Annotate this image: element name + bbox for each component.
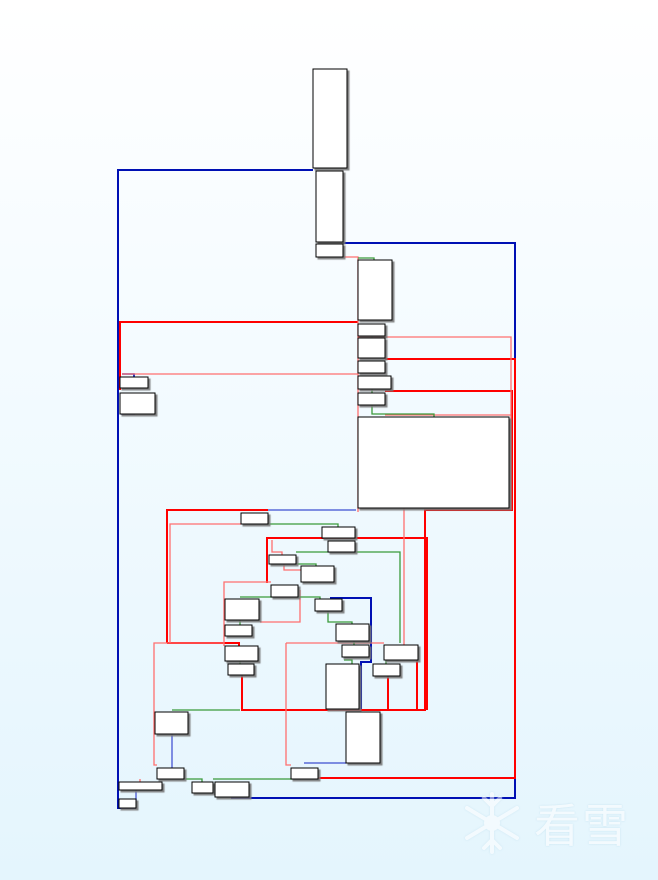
basic-block-9[interactable] xyxy=(357,392,386,406)
edge-conditional-false-21 xyxy=(358,336,512,510)
basic-block-6[interactable] xyxy=(357,337,386,359)
basic-block-27[interactable] xyxy=(372,663,401,677)
basic-block-1[interactable] xyxy=(312,68,348,169)
edge-conditional-false-31 xyxy=(153,712,157,766)
basic-block-22[interactable] xyxy=(224,624,253,637)
edge-conditional-true-49 xyxy=(184,778,203,782)
basic-block-33[interactable] xyxy=(118,781,163,791)
basic-block-7[interactable] xyxy=(357,360,386,374)
edge-unconditional-1 xyxy=(117,169,313,809)
edge-conditional-false-26 xyxy=(271,540,283,555)
edge-conditional-false-25 xyxy=(169,523,241,643)
basic-block-3[interactable] xyxy=(315,243,344,258)
basic-block-29[interactable] xyxy=(154,711,189,735)
edge-conditional-false-29 xyxy=(260,590,301,623)
basic-block-5[interactable] xyxy=(357,323,386,337)
basic-block-21[interactable] xyxy=(335,623,370,642)
edge-conditional-false-20 xyxy=(343,256,359,512)
basic-block-12[interactable] xyxy=(119,392,156,415)
edge-layer xyxy=(117,169,516,809)
edge-conditional-true-42 xyxy=(240,596,321,599)
basic-block-11[interactable] xyxy=(119,376,149,389)
basic-block-14[interactable] xyxy=(321,526,356,539)
edge-conditional-true-39 xyxy=(268,523,339,527)
basic-block-17[interactable] xyxy=(300,565,335,583)
edge-conditional-false-28 xyxy=(223,581,271,646)
edge-loop-back-13 xyxy=(385,390,513,711)
basic-block-31[interactable] xyxy=(156,767,185,780)
edge-conditional-true-50 xyxy=(213,768,301,780)
basic-block-34[interactable] xyxy=(191,781,214,794)
basic-block-2[interactable] xyxy=(315,170,344,243)
basic-block-10[interactable] xyxy=(357,416,510,509)
basic-block-23[interactable] xyxy=(224,645,259,662)
basic-block-24[interactable] xyxy=(341,644,370,658)
basic-block-25[interactable] xyxy=(383,644,419,661)
edge-loop-back-16 xyxy=(241,660,418,711)
edge-loop-back-12 xyxy=(318,358,516,779)
edge-conditional-true-41 xyxy=(296,563,317,566)
basic-block-32[interactable] xyxy=(290,767,319,780)
edge-conditional-false-30 xyxy=(153,642,224,712)
edge-unconditional-2 xyxy=(231,242,516,799)
basic-block-36[interactable] xyxy=(118,798,137,809)
edge-conditional-false-32 xyxy=(285,643,291,766)
watermark-text: 看雪 xyxy=(534,799,630,853)
basic-block-26[interactable] xyxy=(227,663,255,676)
basic-block-18[interactable] xyxy=(270,584,299,598)
basic-block-20[interactable] xyxy=(314,598,343,612)
basic-block-28[interactable] xyxy=(325,663,360,710)
basic-block-13[interactable] xyxy=(240,512,269,525)
basic-block-30[interactable] xyxy=(345,711,381,764)
snowflake-icon xyxy=(465,792,519,854)
basic-block-15[interactable] xyxy=(327,540,356,553)
basic-block-4[interactable] xyxy=(357,259,393,321)
edge-conditional-true-44 xyxy=(327,611,353,624)
edge-unconditional-5 xyxy=(330,597,372,663)
edge-conditional-true-35 xyxy=(358,257,375,260)
edge-conditional-false-27 xyxy=(283,564,301,571)
basic-block-8[interactable] xyxy=(357,375,392,390)
node-layer xyxy=(118,68,510,809)
basic-block-16[interactable] xyxy=(268,554,297,565)
edge-loop-back-11 xyxy=(119,321,358,390)
edge-conditional-true-38 xyxy=(371,405,435,417)
edge-conditional-true-46 xyxy=(344,659,353,664)
basic-block-19[interactable] xyxy=(224,598,260,621)
edge-loop-back-14 xyxy=(166,509,268,643)
basic-block-35[interactable] xyxy=(214,781,250,798)
watermark: 看雪 xyxy=(462,790,642,856)
